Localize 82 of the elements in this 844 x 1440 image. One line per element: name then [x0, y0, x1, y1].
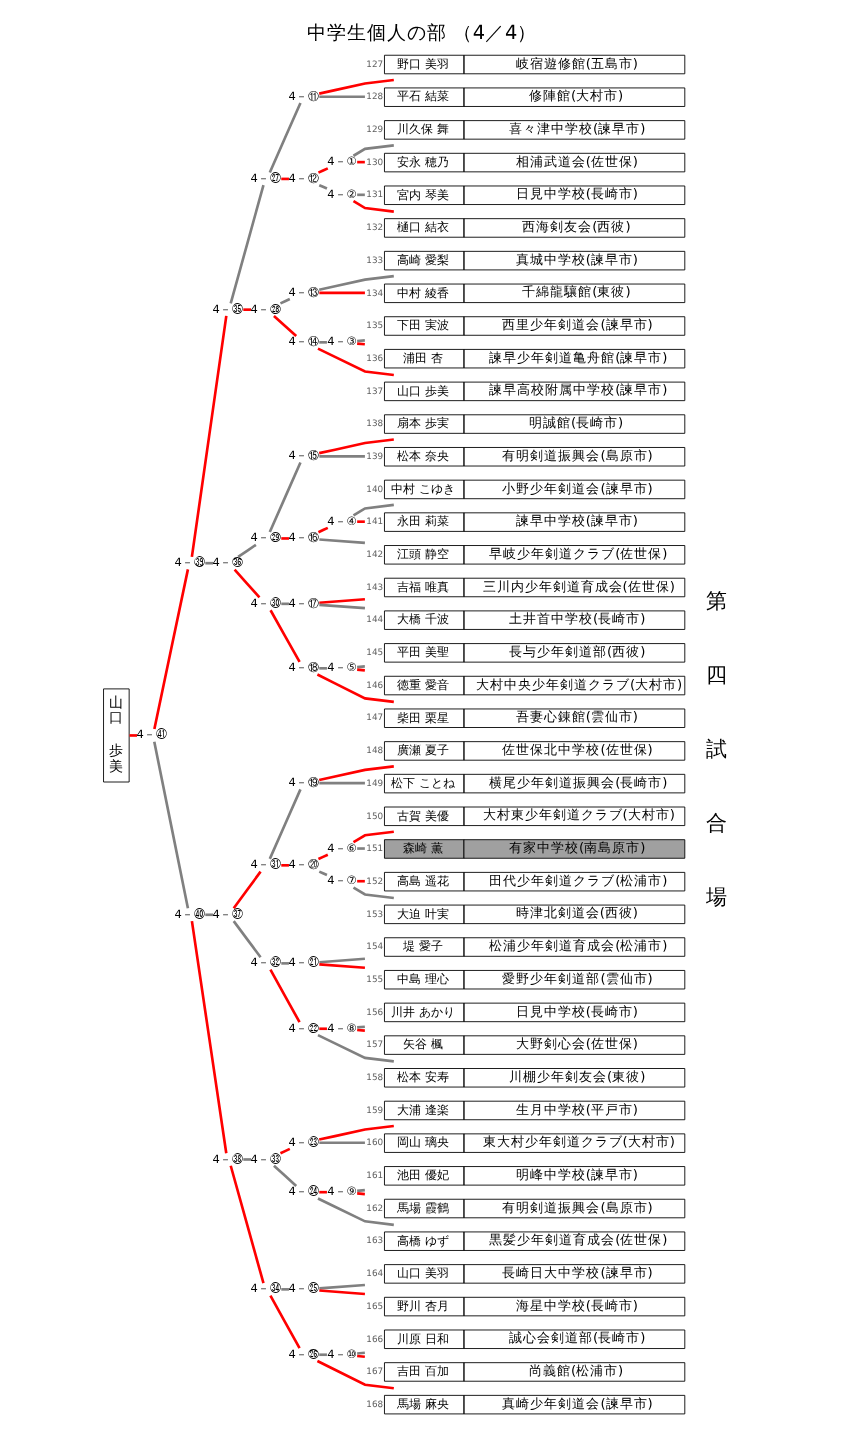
connector — [237, 543, 257, 559]
connector — [190, 315, 228, 558]
connector — [319, 1289, 366, 1296]
connector — [317, 853, 329, 861]
connector — [319, 667, 327, 670]
connector — [269, 969, 301, 1023]
label: 第四試合場 — [705, 590, 728, 910]
connector — [319, 963, 365, 970]
connector — [233, 568, 261, 599]
connector — [317, 1033, 394, 1063]
connector — [352, 200, 394, 213]
connector — [357, 847, 365, 850]
connector — [316, 1359, 394, 1390]
connector — [232, 870, 262, 910]
connector — [357, 1192, 365, 1196]
connector — [318, 1124, 394, 1141]
connector — [243, 1158, 251, 1161]
connector — [319, 1190, 327, 1194]
connector — [268, 788, 302, 860]
connector — [319, 1027, 327, 1031]
connector — [317, 526, 329, 534]
connector — [319, 538, 365, 545]
connector — [319, 291, 365, 295]
connector — [279, 297, 291, 305]
connector — [269, 609, 301, 663]
connector — [357, 1354, 365, 1359]
connector — [243, 308, 251, 311]
diagram-title: 中学生個人の部 （4／4） — [306, 22, 538, 45]
connector — [357, 1025, 365, 1029]
connector — [153, 569, 190, 730]
connector — [352, 503, 394, 517]
connector — [269, 1294, 301, 1349]
connector — [205, 913, 213, 917]
connector — [357, 1028, 365, 1032]
connector — [281, 864, 289, 867]
connector — [352, 886, 394, 900]
connector — [129, 734, 137, 737]
connector — [268, 102, 302, 173]
connector — [352, 144, 394, 157]
connector — [279, 1147, 291, 1155]
connector — [357, 342, 365, 346]
connector — [317, 1197, 394, 1227]
connector — [273, 314, 298, 338]
connector — [229, 184, 265, 304]
connector — [318, 78, 394, 95]
connector — [357, 193, 365, 197]
connector — [318, 765, 394, 782]
connector — [357, 1188, 365, 1193]
connector — [319, 957, 366, 964]
connector — [319, 454, 365, 458]
connector — [357, 665, 365, 669]
connector — [281, 962, 289, 965]
connector — [281, 1288, 289, 1291]
connector — [268, 461, 302, 533]
connector — [205, 561, 213, 565]
connector — [318, 184, 328, 190]
connector — [232, 920, 262, 958]
connector — [319, 603, 365, 610]
connector — [190, 920, 228, 1154]
connector — [319, 597, 366, 605]
connector — [153, 741, 190, 909]
connector — [319, 95, 365, 99]
connector — [357, 1351, 365, 1355]
connector — [318, 870, 328, 877]
connector — [317, 347, 394, 377]
connector — [316, 673, 394, 704]
connector — [319, 1353, 327, 1357]
connector — [318, 438, 394, 455]
connector — [281, 537, 289, 540]
connector — [319, 341, 327, 344]
connector — [319, 1283, 365, 1290]
connector — [352, 830, 394, 844]
connector — [357, 339, 365, 343]
connector — [319, 781, 365, 785]
connector — [229, 1165, 265, 1284]
connector — [317, 167, 329, 174]
connector — [273, 1164, 298, 1187]
connector — [357, 879, 365, 883]
connector — [357, 668, 365, 672]
connector — [319, 1141, 365, 1145]
connector — [357, 520, 365, 523]
connector — [318, 274, 394, 292]
